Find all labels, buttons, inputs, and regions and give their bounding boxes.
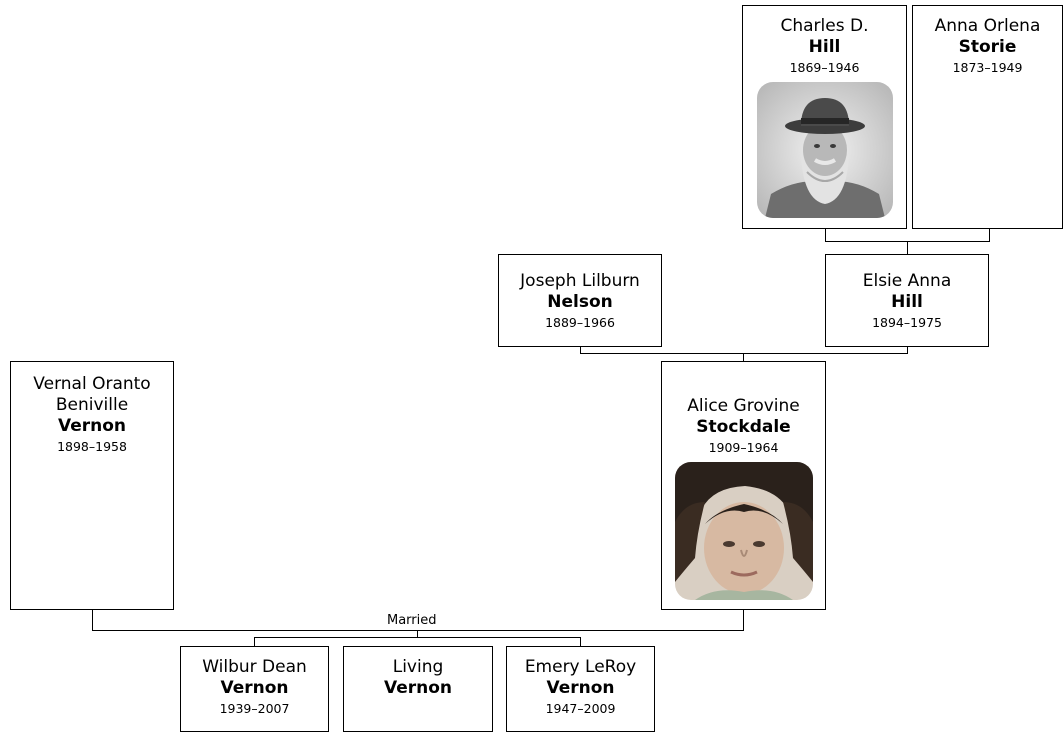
connector-line [580, 346, 581, 353]
given-name: Joseph Lilburn [520, 271, 640, 291]
person-card-living-vernon[interactable]: Living Vernon [343, 646, 493, 732]
life-dates: 1894–1975 [872, 315, 942, 330]
surname: Storie [958, 37, 1017, 57]
given-name: Alice Grovine [687, 396, 800, 416]
life-dates: 1909–1964 [708, 440, 779, 455]
life-dates: 1869–1946 [789, 60, 860, 75]
portrait-photo [756, 82, 893, 218]
connector-line [907, 241, 908, 254]
person-card-wilbur-vernon[interactable]: Wilbur Dean Vernon 1939–2007 [180, 646, 329, 732]
surname: Nelson [547, 292, 613, 312]
given-name-line-2: Beniville [55, 395, 129, 415]
person-card-charles-hill[interactable]: Charles D. Hill 1869–1946 [742, 5, 907, 229]
connector-line [92, 630, 744, 631]
connector-line [743, 353, 744, 361]
person-card-joseph-nelson[interactable]: Joseph Lilburn Nelson 1889–1966 [498, 254, 662, 347]
given-name: Wilbur Dean [202, 657, 307, 677]
person-card-anna-storie[interactable]: Anna Orlena Storie 1873–1949 [912, 5, 1063, 229]
relationship-label: Married [385, 613, 439, 628]
surname: Vernon [220, 678, 289, 698]
person-card-emery-vernon[interactable]: Emery LeRoy Vernon 1947–2009 [506, 646, 655, 732]
person-card-alice-stockdale[interactable]: Alice Grovine Stockdale 1909–1964 [661, 361, 826, 610]
connector-line [825, 228, 826, 242]
person-card-elsie-hill[interactable]: Elsie Anna Hill 1894–1975 [825, 254, 989, 347]
life-dates: 1898–1958 [57, 439, 127, 454]
given-name: Emery LeRoy [524, 657, 637, 677]
connector-line [92, 609, 93, 631]
life-dates: 1939–2007 [219, 701, 290, 716]
surname: Hill [808, 37, 841, 57]
portrait-photo [674, 462, 813, 600]
surname: Vernon [383, 678, 453, 698]
connector-line [580, 637, 581, 646]
life-dates: 1889–1966 [545, 315, 615, 330]
surname: Stockdale [696, 417, 791, 437]
connector-line [417, 630, 418, 637]
connector-line [254, 637, 581, 638]
life-dates: 1873–1949 [952, 60, 1023, 75]
given-name: Vernal Oranto [33, 374, 151, 394]
surname: Vernon [57, 416, 127, 436]
given-name: Anna Orlena [934, 16, 1041, 36]
given-name: Elsie Anna [862, 271, 952, 291]
surname: Vernon [546, 678, 615, 698]
connector-line [254, 637, 255, 646]
life-dates: 1947–2009 [545, 701, 616, 716]
given-name: Living [392, 657, 444, 677]
connector-line [743, 609, 744, 631]
given-name: Charles D. [780, 16, 869, 36]
connector-line [989, 228, 990, 242]
person-card-vernal-vernon[interactable]: Vernal Oranto Beniville Vernon 1898–1958 [10, 361, 174, 610]
connector-line [580, 353, 908, 354]
surname: Hill [891, 292, 923, 312]
connector-line [907, 346, 908, 353]
